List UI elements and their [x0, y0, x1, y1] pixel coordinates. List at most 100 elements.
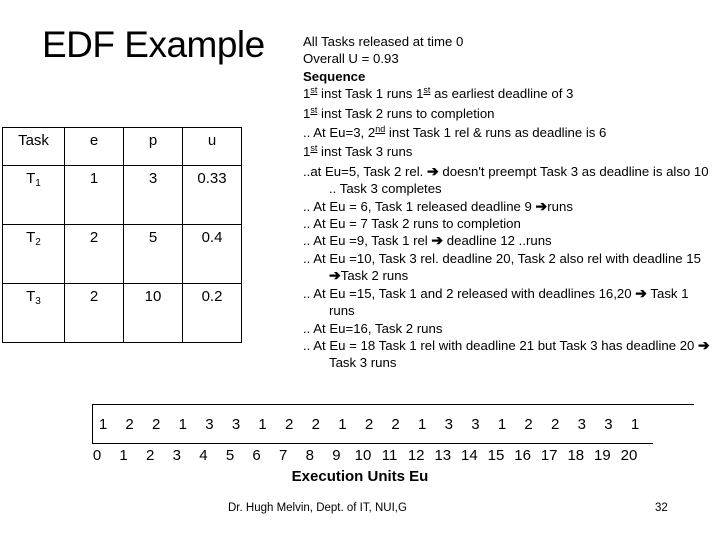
note-text: Task 3 runs [329, 355, 397, 371]
note-step-4: 1st inst Task 3 runs [303, 143, 715, 162]
tick-label: 14 [461, 447, 478, 464]
table-row: T3 2 10 0.2 [2, 283, 242, 343]
note-text: deadline 12 ..runs [443, 233, 552, 249]
tick-label: 2 [146, 447, 155, 464]
cell-task-name: T2 [2, 224, 65, 284]
cell-e: 2 [64, 224, 124, 284]
timeline-slot: 1 [630, 416, 640, 433]
cell-e: 2 [64, 283, 124, 343]
ordinal-suffix: st [310, 104, 318, 115]
arrow-icon: ➔ [427, 162, 439, 179]
page-title: EDF Example [42, 24, 265, 65]
note-step-7: .. At Eu = 7 Task 2 runs to completion [303, 216, 521, 232]
table-header-p: p [123, 127, 183, 166]
note-step-2: 1st inst Task 2 runs to completion [303, 105, 715, 124]
ordinal-suffix: st [423, 85, 431, 96]
timeline-slot: 3 [231, 416, 241, 433]
tick-label: 9 [332, 447, 341, 464]
timeline-slot: 3 [577, 416, 586, 433]
timeline-slot: 1 [497, 416, 507, 433]
cell-p: 5 [123, 224, 183, 284]
note-step-9: .. At Eu =10, Task 3 rel. deadline 20, T… [303, 250, 715, 285]
note-text: 1 [303, 105, 311, 121]
arrow-icon: ➔ [431, 232, 444, 249]
timeline-slot: 1 [178, 416, 187, 433]
arrow-icon: ➔ [329, 267, 341, 284]
table-row: T1 1 3 0.33 [2, 165, 242, 225]
ordinal-suffix: st [310, 143, 318, 154]
timeline-slot: 2 [125, 416, 134, 433]
note-step-1: 1st inst Task 1 runs 1st as earliest dea… [303, 85, 715, 104]
task-label: T [26, 170, 36, 187]
tick-label: 1 [119, 447, 128, 464]
tick-label: 18 [567, 447, 585, 464]
note-text: .. At Eu = 6, Task 1 released deadline 9 [303, 198, 536, 214]
tick-label: 13 [434, 447, 452, 464]
note-sequence-heading: Sequence [303, 68, 366, 84]
axis-label: Execution Units Eu [291, 468, 429, 485]
note-text: runs [547, 198, 573, 214]
task-parameters-table: Task e p u T1 1 3 0.33 T2 2 5 0.4 T3 2 [2, 127, 242, 343]
tick-label: 5 [225, 447, 235, 464]
table-header-e: e [64, 127, 124, 166]
ordinal-suffix: st [310, 85, 318, 96]
tick-label: 4 [199, 447, 208, 464]
timeline-slot: 3 [604, 416, 613, 433]
table-header-u: u [182, 127, 242, 166]
cell-u: 0.33 [182, 165, 242, 225]
timeline-slot: 2 [311, 416, 320, 433]
timeline-slot: 1 [338, 416, 347, 433]
note-text: Task 2 runs [340, 268, 409, 284]
tick-label: 3 [172, 447, 181, 464]
note-text: .. At Eu =10, Task 3 rel. deadline 20, T… [303, 250, 701, 266]
cell-task-name: T1 [2, 165, 65, 225]
cell-task-name: T3 [2, 283, 65, 343]
note-step-12: .. At Eu = 18 Task 1 rel with deadline 2… [303, 337, 715, 372]
note-text: Task 1 runs [329, 285, 689, 319]
task-index: 3 [35, 296, 41, 307]
task-label: T [26, 288, 36, 305]
note-step-6: .. At Eu = 6, Task 1 released deadline 9… [303, 198, 715, 215]
footer-page-number: 32 [655, 502, 668, 514]
note-text: as earliest deadline of 3 [430, 86, 574, 102]
tick-label: 19 [594, 447, 611, 464]
note-text: .. At Eu=3, 2 [303, 125, 376, 141]
note-overall-utilisation: Overall U = 0.93 [303, 51, 399, 67]
footer-author: Dr. Hugh Melvin, Dept. of IT, NUI,G [228, 502, 407, 514]
note-text: 1 [303, 144, 311, 160]
table-header-task: Task [2, 127, 65, 166]
note-text: 1 [303, 86, 311, 102]
arrow-icon: ➔ [635, 284, 647, 301]
timeline-origin-tick [92, 404, 93, 444]
timeline-slot: 3 [205, 416, 214, 433]
note-step-8: .. At Eu =9, Task 1 rel ➔ deadline 12 ..… [303, 232, 715, 249]
timeline-baseline [92, 443, 653, 444]
timeline-slot: 2 [285, 416, 294, 433]
note-text: inst Task 3 runs [317, 144, 413, 160]
note-text: inst Task 1 rel & runs as deadline is 6 [385, 125, 607, 141]
tick-label: 17 [540, 447, 558, 464]
cell-p: 3 [123, 165, 183, 225]
tick-label: 15 [487, 447, 505, 464]
cell-e: 1 [64, 165, 124, 225]
note-text: ..at Eu=5, Task 2 rel. [303, 163, 428, 179]
tick-label: 0 [92, 447, 102, 464]
timeline-slot: 1 [98, 416, 108, 433]
arrow-icon: ➔ [698, 336, 710, 353]
tick-label: 10 [354, 447, 372, 464]
timeline-slot: 2 [551, 416, 560, 433]
note-step-10: .. At Eu =15, Task 1 and 2 released with… [303, 285, 715, 320]
arrow-icon: ➔ [535, 197, 548, 214]
note-text: doesn't preempt Task 3 as deadline is al… [329, 163, 709, 197]
timeline-slot: 1 [418, 416, 427, 433]
timeline-slot: 3 [471, 416, 480, 433]
tick-label: 8 [305, 447, 314, 464]
task-index: 1 [35, 178, 41, 189]
tick-label: 16 [514, 447, 531, 464]
note-step-3: .. At Eu=3, 2nd inst Task 1 rel & runs a… [303, 124, 715, 143]
tick-label: 11 [381, 447, 398, 464]
note-step-5: ..at Eu=5, Task 2 rel. ➔ doesn't preempt… [303, 163, 715, 198]
cell-u: 0.2 [182, 283, 242, 343]
